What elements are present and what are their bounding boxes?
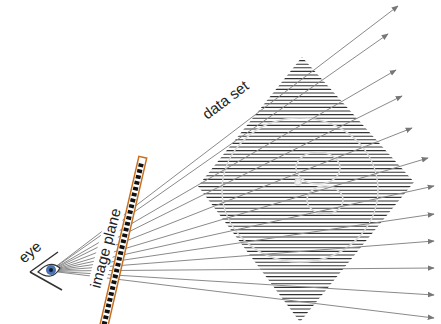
view-rays (50, 6, 434, 318)
data-set-volume (190, 57, 420, 323)
data-set-label: data set (198, 76, 254, 124)
eye-label: eye (14, 237, 46, 268)
scan-shapes (222, 118, 378, 262)
